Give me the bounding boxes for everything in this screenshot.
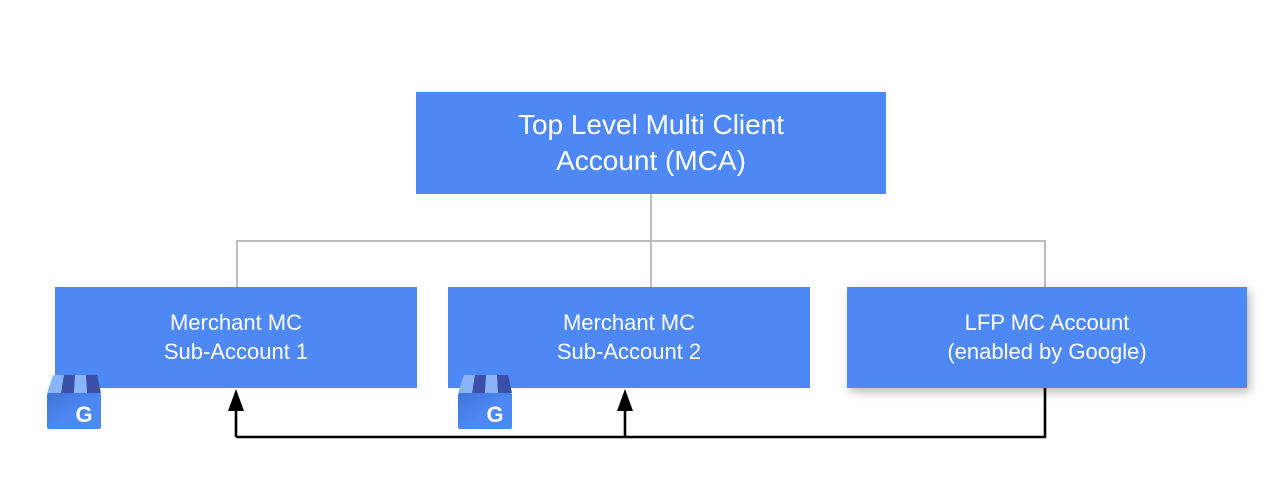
- node-merchant-sub-account-2-label: Merchant MC Sub-Account 2: [556, 309, 702, 364]
- node-merchant-sub-account-1[interactable]: Merchant MC Sub-Account 1: [55, 287, 417, 388]
- feedback-path: [236, 388, 1047, 439]
- node-merchant-sub-account-1-label: Merchant MC Sub-Account 1: [163, 309, 309, 364]
- gbp-letter-g: G: [75, 402, 92, 427]
- gbp-letter-g: G: [486, 402, 503, 427]
- node-lfp-mc-account[interactable]: LFP MC Account (enabled by Google): [847, 287, 1247, 388]
- node-merchant-sub-account-2[interactable]: Merchant MC Sub-Account 2: [448, 287, 810, 388]
- feedback-arrowhead-sub1: [228, 389, 244, 411]
- feedback-arrowhead-sub2: [617, 389, 633, 411]
- node-top-level-mca[interactable]: Top Level Multi Client Account (MCA): [416, 92, 886, 194]
- google-business-profile-icon: G: [458, 375, 512, 429]
- node-lfp-mc-account-label: LFP MC Account (enabled by Google): [947, 309, 1147, 364]
- connector-drop-left: [236, 240, 238, 288]
- google-business-profile-icon: G: [47, 375, 101, 429]
- connector-drop-right: [1044, 240, 1046, 288]
- connector-top-stem: [650, 194, 652, 242]
- connector-horizontal-bar: [236, 240, 1046, 242]
- node-top-level-mca-label: Top Level Multi Client Account (MCA): [517, 108, 785, 176]
- connector-drop-middle: [650, 240, 652, 288]
